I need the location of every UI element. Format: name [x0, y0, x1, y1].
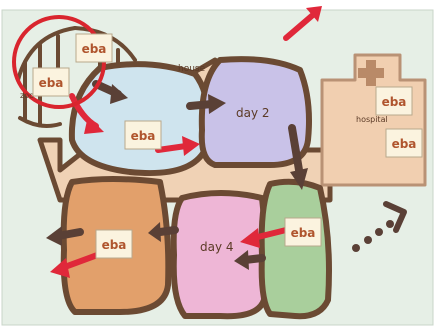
eba-tag: eba — [125, 121, 161, 149]
day-4-area — [174, 193, 266, 316]
label-hospital: hospital — [356, 115, 388, 124]
svg-text:eba: eba — [82, 42, 107, 56]
day-5-area — [262, 182, 329, 316]
eba-tag: eba — [285, 218, 321, 246]
svg-text:eba: eba — [39, 76, 64, 90]
eba-tag: eba — [386, 129, 422, 157]
svg-text:eba: eba — [382, 95, 407, 109]
svg-text:eba: eba — [291, 226, 316, 240]
svg-text:eba: eba — [102, 238, 127, 252]
label-house: house — [178, 64, 206, 74]
label-zoo: zoo — [20, 91, 34, 100]
eba-tag: eba — [76, 34, 112, 62]
svg-text:eba: eba — [392, 137, 417, 151]
label-day-2: day 2 — [236, 106, 270, 120]
zoo-area — [72, 64, 208, 173]
svg-text:eba: eba — [131, 129, 156, 143]
eba-tag: eba — [96, 230, 132, 258]
eba-tag: eba — [33, 68, 69, 96]
eba-tag: eba — [376, 87, 412, 115]
label-day-4: day 4 — [200, 240, 234, 254]
